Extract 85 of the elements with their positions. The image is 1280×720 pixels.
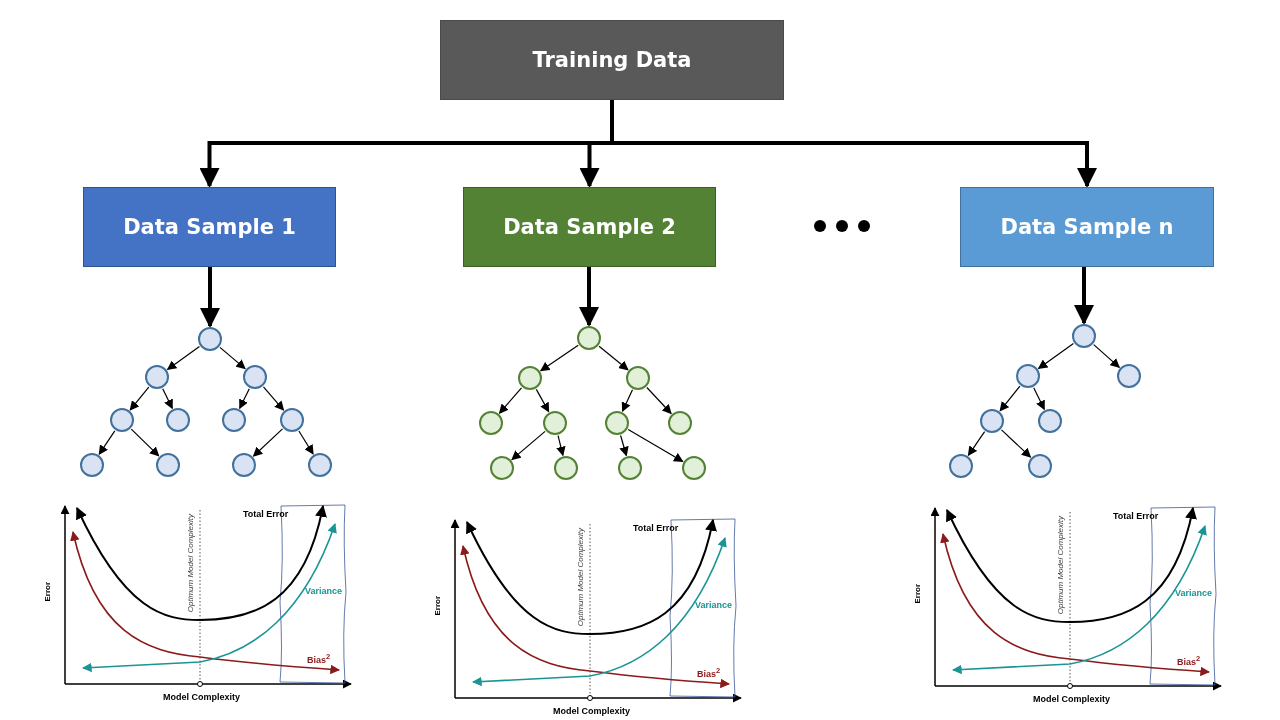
arrow (627, 428, 684, 463)
process-box (440, 20, 784, 100)
axis-annotation: Optimum Model Complexity (186, 514, 195, 613)
tree-node-circle (605, 411, 629, 435)
arrow (1000, 429, 1032, 458)
tree-node-circle (1016, 364, 1040, 388)
axis-title: Error (43, 582, 52, 602)
tree-node-circle (949, 454, 973, 478)
axis-annotation: Optimum Model Complexity (1056, 516, 1065, 615)
axis-title: Error (433, 596, 442, 616)
box-label: Data Sample 1 (123, 215, 296, 239)
arrow (1074, 267, 1094, 325)
arrow (1033, 387, 1045, 411)
arrow (511, 430, 546, 461)
tree-node-circle (145, 365, 169, 389)
tree-node-circle (577, 326, 601, 350)
tree-node-circle (518, 366, 542, 390)
axis-title: Model Complexity (553, 706, 630, 716)
process-box (960, 187, 1214, 267)
curve-label: Variance (1175, 588, 1213, 598)
tree-node-circle (1117, 364, 1141, 388)
tree-node-circle (543, 411, 567, 435)
arrow (262, 386, 285, 411)
arrow (999, 385, 1021, 412)
arrow (619, 434, 629, 457)
axis-annotation: Optimum Model Complexity (576, 528, 585, 627)
arrow (498, 387, 523, 414)
axis-title: Model Complexity (163, 692, 240, 702)
arrow (610, 100, 1097, 188)
arrow (556, 435, 566, 457)
arrow (1037, 342, 1074, 370)
tree-node-circle (1072, 324, 1096, 348)
tree-node-circle (1028, 454, 1052, 478)
tree-node-circle (479, 411, 503, 435)
tree-node-circle (232, 453, 256, 477)
arrow (219, 346, 246, 370)
tree-node-circle (980, 409, 1004, 433)
axis-title: Error (913, 584, 922, 604)
curve-label: Variance (305, 586, 343, 596)
tree-node-circle (490, 456, 514, 480)
tree-node-circle (222, 408, 246, 432)
arrow (298, 430, 314, 455)
tree-node-circle (166, 408, 190, 432)
arrow (200, 267, 220, 328)
arrow (98, 430, 116, 455)
tree-node-circle (198, 327, 222, 351)
tree-node-circle (280, 408, 304, 432)
tree-node-circle (626, 366, 650, 390)
arrow (129, 386, 150, 411)
tree-node-circle (110, 408, 134, 432)
tree-node-circle (668, 411, 692, 435)
curve-label: Bias$^{2}$ (697, 666, 721, 679)
curve-label: Variance (695, 600, 733, 610)
arrow (1093, 344, 1120, 368)
tree-node-circle (80, 453, 104, 477)
tree-node-circle (618, 456, 642, 480)
box-label: Data Sample n (1000, 215, 1174, 239)
arrow (239, 388, 250, 410)
tree-node-circle (554, 456, 578, 480)
tree-node-circle (308, 453, 332, 477)
arrow (967, 431, 986, 457)
curve-label: Total Error (243, 509, 289, 519)
process-box (83, 187, 336, 267)
arrow (162, 388, 173, 410)
arrow (252, 428, 284, 457)
process-box (463, 187, 716, 267)
tree-node-circle (1038, 409, 1062, 433)
arrow (539, 344, 579, 372)
curve-label: Bias$^{2}$ (1177, 654, 1201, 667)
arrow (166, 345, 201, 371)
arrow (598, 345, 629, 371)
arrow (535, 388, 550, 413)
tree-node-circle (156, 453, 180, 477)
axis-title: Model Complexity (1033, 694, 1110, 704)
arrow (646, 386, 672, 415)
arrow (621, 389, 634, 413)
curve-label: Total Error (1113, 511, 1159, 521)
box-label: Training Data (532, 48, 692, 72)
tree-node-circle (682, 456, 706, 480)
curve-label: Total Error (633, 523, 679, 533)
arrow (579, 267, 599, 327)
tree-node-circle (243, 365, 267, 389)
box-label: Data Sample 2 (503, 215, 676, 239)
arrow (130, 428, 160, 457)
curve-label: Bias$^{2}$ (307, 652, 331, 665)
